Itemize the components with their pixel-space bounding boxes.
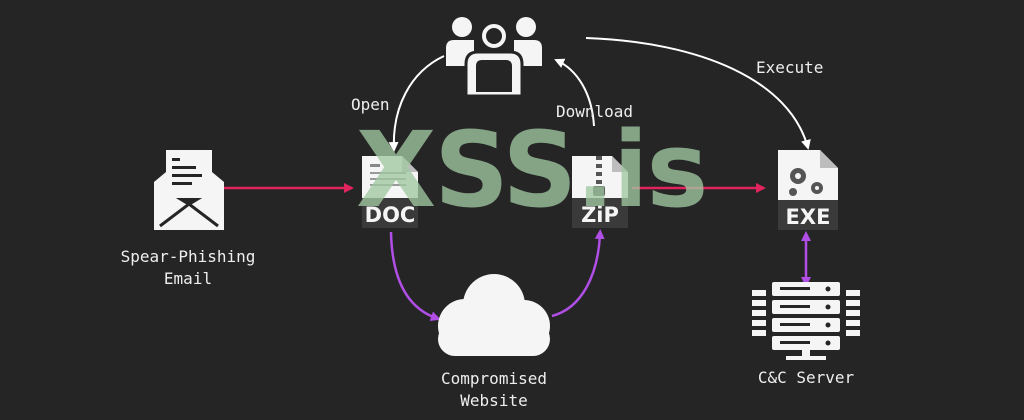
edge-label-execute: Execute — [756, 58, 824, 77]
server-rack-icon — [752, 282, 860, 360]
email-label-line1: Spear-Phishing — [120, 247, 256, 266]
doc-badge: DOC — [365, 203, 416, 227]
zip-file-icon: ZiP — [572, 156, 628, 228]
arrow-download — [554, 58, 595, 127]
doc-file-icon: DOC — [362, 156, 418, 228]
website-label-line2: Website — [460, 391, 528, 410]
zip-badge: ZiP — [581, 203, 619, 227]
users-group-icon — [446, 17, 542, 98]
watermark-text: XSS.is — [356, 109, 708, 231]
cloud-icon — [438, 274, 550, 356]
server-label: C&C Server — [757, 368, 855, 387]
arrow-website-to-zip — [551, 229, 605, 318]
website-label-line1: Compromised — [441, 369, 547, 388]
edge-label-download: Download — [556, 102, 634, 121]
arrow-doc-to-website — [389, 231, 441, 322]
exe-file-icon: EXE — [778, 150, 838, 230]
edge-label-open: Open — [351, 95, 390, 114]
envelope-icon — [154, 150, 224, 230]
arrow-execute — [585, 37, 811, 150]
arrow-open — [388, 55, 445, 152]
exe-badge: EXE — [786, 205, 831, 229]
email-label-line2: Email — [163, 269, 213, 288]
